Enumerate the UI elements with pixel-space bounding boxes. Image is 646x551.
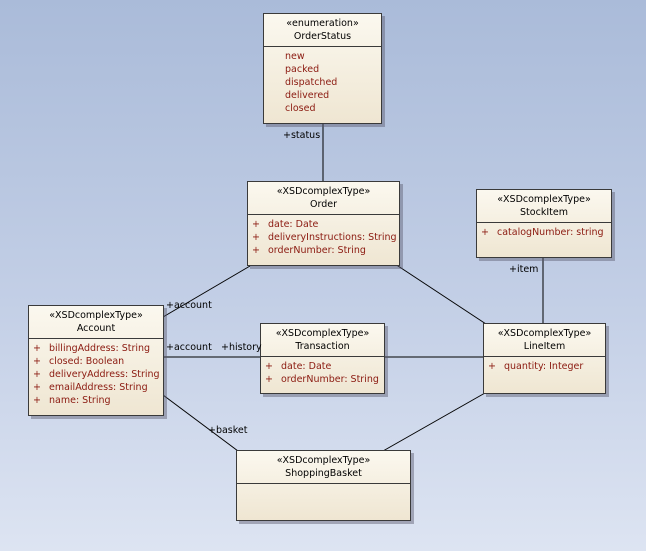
attribute-list: [237, 484, 410, 490]
class-name: LineItem: [523, 341, 566, 352]
class-stockitem[interactable]: «XSDcomplexType» StockItem + catalogNumbe…: [476, 189, 612, 258]
attribute-text: billingAddress: String: [49, 343, 151, 354]
class-shoppingbasket[interactable]: «XSDcomplexType» ShoppingBasket: [236, 450, 411, 521]
class-name: OrderStatus: [293, 31, 352, 42]
stereotype-label: «XSDcomplexType»: [275, 328, 370, 339]
visibility-marker: +: [252, 219, 260, 230]
role-label-account-order: +account: [166, 300, 212, 311]
visibility-marker: +: [33, 382, 41, 393]
enum-literal: delivered: [285, 90, 330, 101]
attribute-text: name: String: [49, 395, 111, 406]
attribute-text: orderNumber: String: [268, 245, 366, 256]
visibility-marker: +: [33, 356, 41, 367]
class-name: StockItem: [520, 207, 568, 218]
class-header: «XSDcomplexType» Order: [248, 182, 399, 215]
class-name: Order: [310, 199, 337, 210]
class-name: Transaction: [295, 341, 350, 352]
class-lineitem[interactable]: «XSDcomplexType» LineItem + quantity: Int…: [483, 323, 606, 394]
association-shoppingbasket-lineitem[interactable]: [382, 392, 486, 452]
enum-literals: new packed dispatched delivered closed: [264, 47, 381, 118]
attribute-list: + billingAddress: String + closed: Boolean…: [29, 339, 163, 410]
visibility-marker: +: [488, 361, 496, 372]
stereotype-label: «XSDcomplexType»: [49, 310, 143, 321]
attribute: + orderNumber: String: [265, 373, 380, 386]
attribute: + closed: Boolean: [33, 355, 159, 368]
class-header: «XSDcomplexType» LineItem: [484, 324, 605, 357]
attribute: + billingAddress: String: [33, 342, 159, 355]
visibility-marker: +: [33, 343, 41, 354]
attribute: + deliveryAddress: String: [33, 368, 160, 381]
class-orderstatus[interactable]: «enumeration» OrderStatus new packed dis…: [263, 13, 382, 124]
stereotype-label: «XSDcomplexType»: [276, 186, 371, 197]
attribute: + date: Date: [265, 360, 380, 373]
visibility-marker: +: [33, 369, 41, 380]
attribute-list: + date: Date + deliveryInstructions: Strin…: [248, 215, 399, 260]
role-label-basket: +basket: [208, 425, 248, 436]
attribute-text: deliveryAddress: String: [49, 369, 160, 380]
class-header: «XSDcomplexType» Account: [29, 306, 163, 339]
attribute-text: orderNumber: String: [281, 374, 379, 385]
visibility-marker: +: [252, 245, 260, 256]
class-account[interactable]: «XSDcomplexType» Account + billingAddress…: [28, 305, 164, 416]
attribute-list: + date: Date + orderNumber: String: [261, 357, 384, 389]
attribute-text: deliveryInstructions: String: [268, 232, 397, 243]
attribute: + deliveryInstructions: String: [252, 231, 397, 244]
attribute: + emailAddress: String: [33, 381, 159, 394]
role-label-account-transaction: +account: [166, 342, 212, 353]
class-header: «XSDcomplexType» StockItem: [477, 190, 611, 223]
attribute-list: + catalogNumber: string: [477, 223, 611, 242]
attribute-text: closed: Boolean: [49, 356, 125, 367]
visibility-marker: +: [33, 395, 41, 406]
stereotype-label: «XSDcomplexType»: [497, 194, 591, 205]
role-label-history: +history: [221, 342, 262, 353]
class-header: «XSDcomplexType» ShoppingBasket: [237, 451, 410, 484]
enum-literal: dispatched: [285, 77, 338, 88]
visibility-marker: +: [481, 227, 489, 238]
attribute: + date: Date: [252, 218, 395, 231]
class-header: «XSDcomplexType» Transaction: [261, 324, 384, 357]
class-header: «enumeration» OrderStatus: [264, 14, 381, 47]
association-order-lineitem[interactable]: [394, 263, 487, 325]
attribute: + name: String: [33, 394, 159, 407]
enum-literal: new: [285, 51, 305, 62]
attribute-text: emailAddress: String: [49, 382, 148, 393]
class-name: Account: [76, 323, 116, 334]
visibility-marker: +: [265, 361, 273, 372]
attribute-text: date: Date: [268, 219, 319, 230]
enum-literal: packed: [285, 64, 320, 75]
role-label-status: +status: [283, 130, 321, 141]
class-transaction[interactable]: «XSDcomplexType» Transaction + date: Date…: [260, 323, 385, 394]
visibility-marker: +: [265, 374, 273, 385]
enum-literal: closed: [285, 103, 316, 114]
attribute: + orderNumber: String: [252, 244, 395, 257]
attribute-text: catalogNumber: string: [497, 227, 604, 238]
visibility-marker: +: [252, 232, 260, 243]
class-name: ShoppingBasket: [285, 468, 362, 479]
attribute-list: + quantity: Integer: [484, 357, 605, 376]
association-account-shoppingbasket[interactable]: [162, 394, 239, 452]
role-label-item: +item: [509, 264, 539, 275]
stereotype-label: «enumeration»: [286, 18, 359, 29]
attribute: + quantity: Integer: [488, 360, 601, 373]
association-order-account[interactable]: [162, 265, 251, 318]
attribute: + catalogNumber: string: [481, 226, 607, 239]
stereotype-label: «XSDcomplexType»: [497, 328, 592, 339]
class-order[interactable]: «XSDcomplexType» Order + date: Date + deli…: [247, 181, 400, 266]
attribute-text: date: Date: [281, 361, 332, 372]
attribute-text: quantity: Integer: [504, 361, 584, 372]
stereotype-label: «XSDcomplexType»: [276, 455, 371, 466]
